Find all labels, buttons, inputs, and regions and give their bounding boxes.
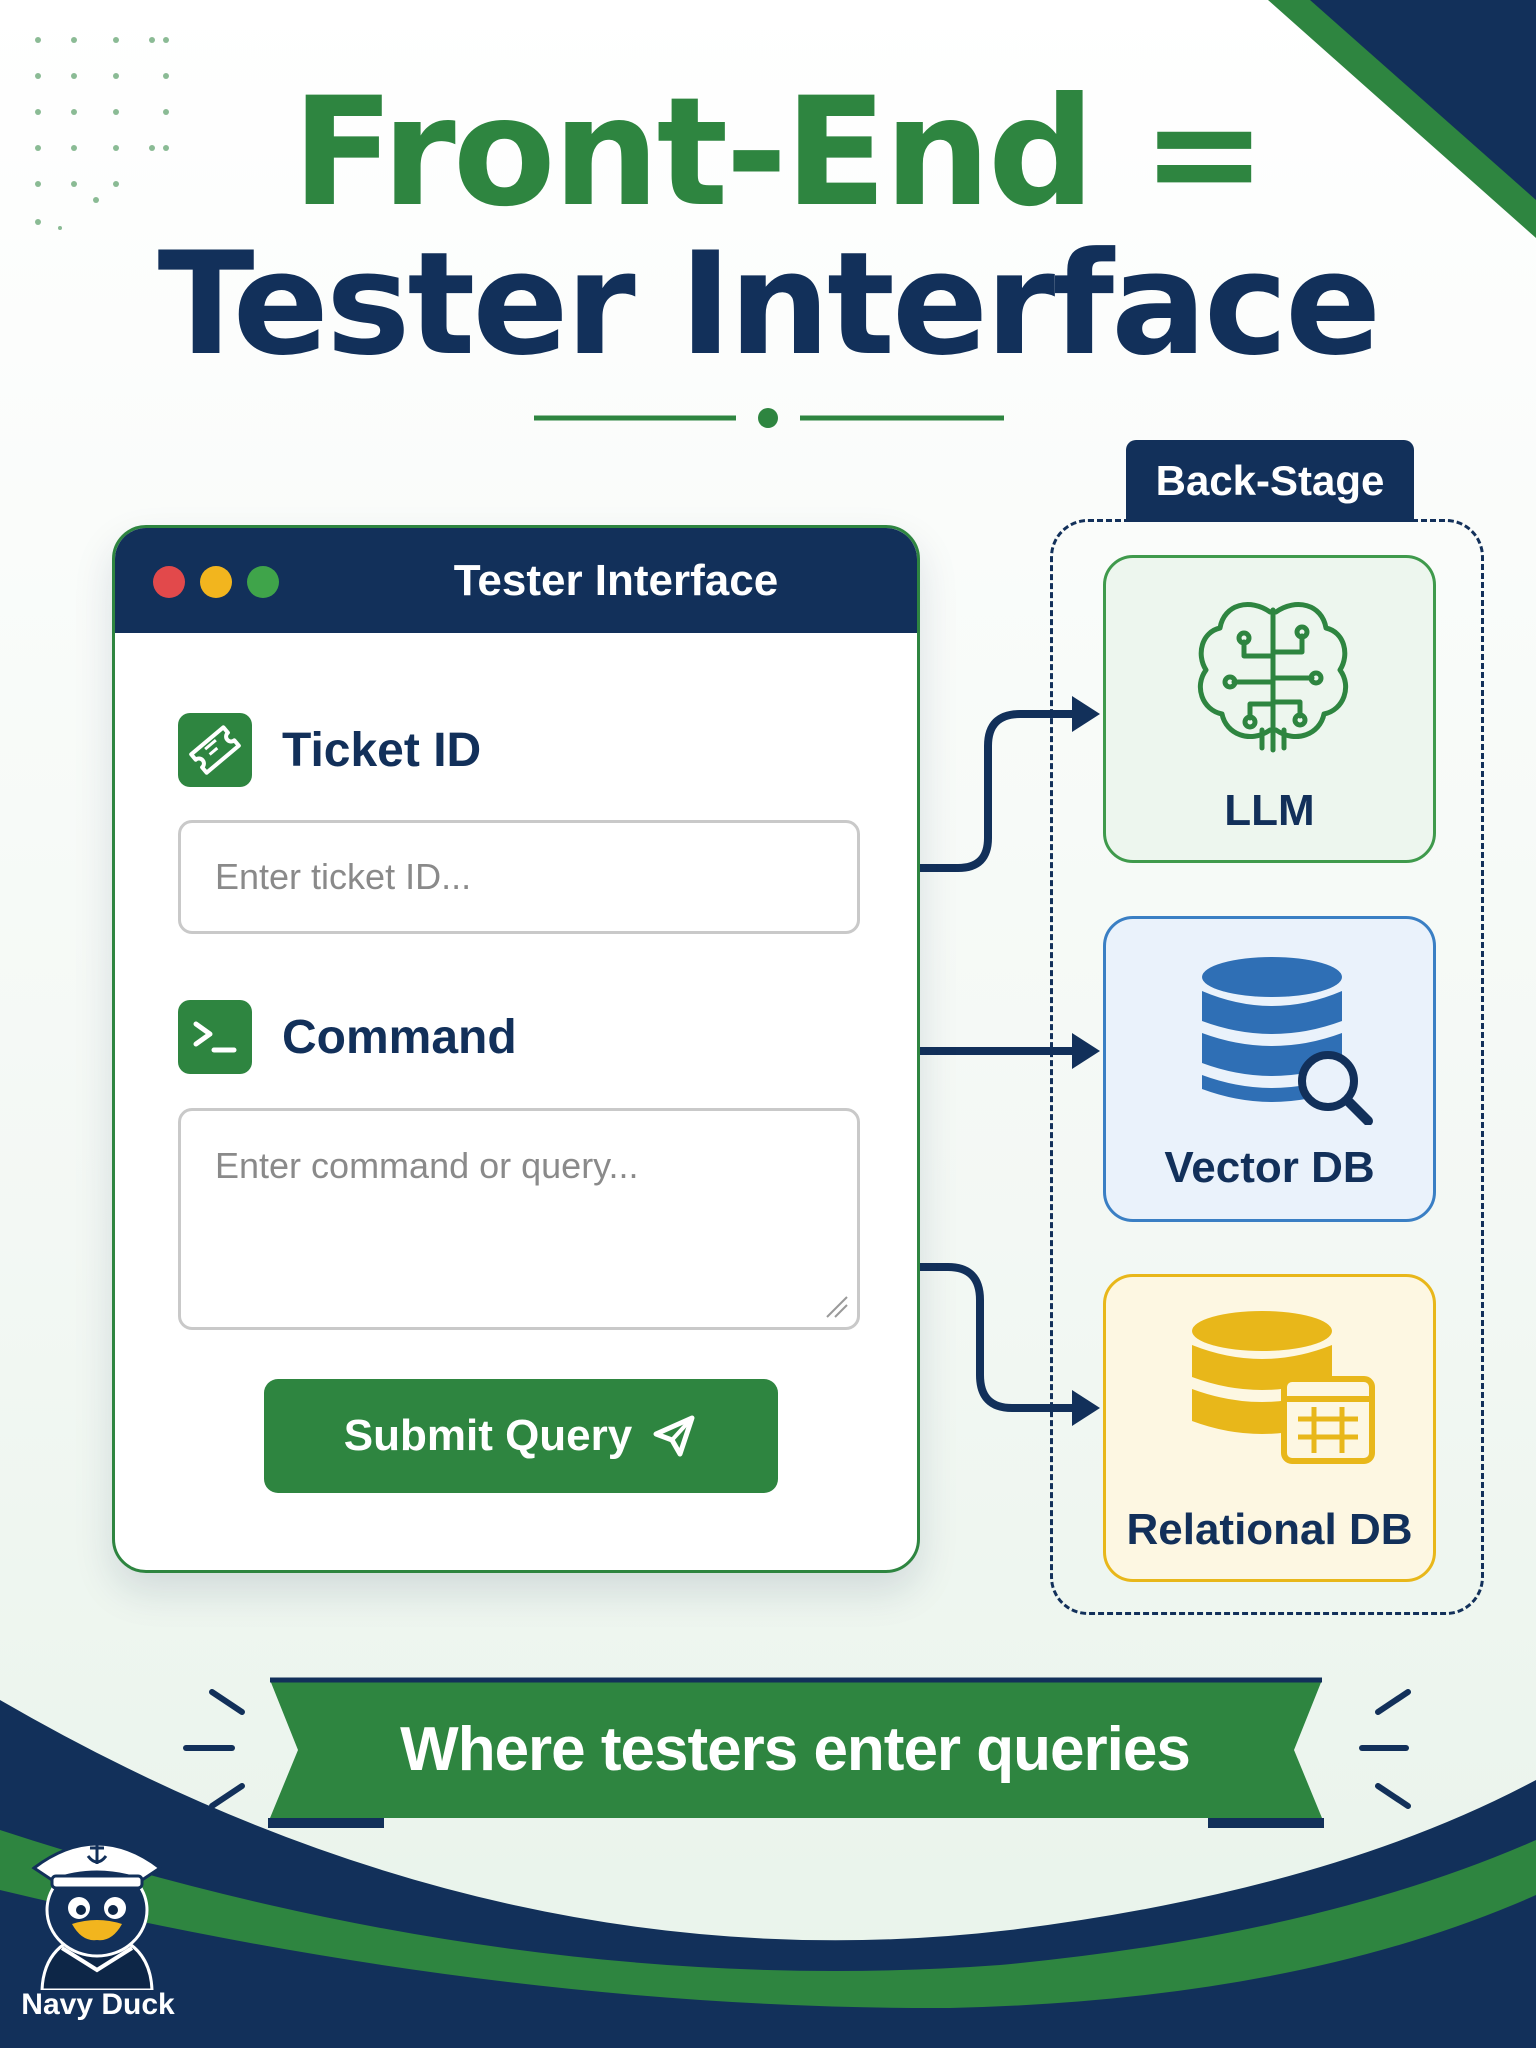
command-placeholder: Enter command or query...	[215, 1145, 639, 1186]
title-line-2: Tester Interface	[157, 222, 1382, 387]
window-title-bar: Tester Interface	[115, 528, 917, 633]
ticket-id-placeholder: Enter ticket ID...	[215, 856, 472, 897]
ticket-icon	[178, 713, 252, 787]
backstage-container	[1050, 519, 1484, 1615]
brand-label: Navy Duck	[21, 1988, 175, 2021]
banner-ribbon	[268, 1677, 1324, 1828]
bottom-wave-green	[0, 1830, 1536, 2009]
llm-card[interactable]: LLM	[1103, 555, 1436, 863]
submit-query-button[interactable]: Submit Query	[264, 1379, 778, 1493]
database-search-icon	[1202, 957, 1373, 1125]
vector-db-label: Vector DB	[1164, 1143, 1375, 1192]
relational-db-label: Relational DB	[1126, 1505, 1413, 1554]
banner-sparks	[183, 1689, 1411, 1809]
connector-llm	[908, 710, 1084, 872]
title-divider-dot	[758, 408, 778, 428]
relational-db-card[interactable]: Relational DB	[1103, 1274, 1436, 1582]
command-label: Command	[282, 1011, 517, 1064]
title-line-1: Front-End =	[291, 66, 1267, 240]
command-textarea[interactable]: Enter command or query...	[178, 1108, 860, 1330]
connector-arrowheads	[1072, 696, 1100, 1426]
dot-grid	[35, 37, 169, 230]
maximize-dot[interactable]	[247, 566, 279, 598]
minimize-dot[interactable]	[200, 566, 232, 598]
backstage-title: Back-Stage	[1126, 440, 1414, 522]
navy-duck-mascot-icon	[31, 1834, 163, 1990]
window-title: Tester Interface	[453, 556, 779, 605]
tester-window: Tester Interface Ticket ID Enter ticket …	[112, 525, 920, 1573]
llm-label: LLM	[1224, 786, 1315, 835]
ticket-id-input[interactable]: Enter ticket ID...	[178, 820, 860, 934]
paper-plane-icon	[653, 1415, 695, 1457]
terminal-icon	[178, 1000, 252, 1074]
corner-accent-navy	[1310, 0, 1536, 200]
ticket-id-label: Ticket ID	[282, 724, 482, 777]
banner-text: Where testers enter queries	[400, 1715, 1191, 1784]
close-dot[interactable]	[153, 566, 185, 598]
resize-handle-icon[interactable]	[823, 1293, 849, 1319]
database-table-icon	[1192, 1311, 1375, 1464]
brain-circuit-icon	[1197, 602, 1349, 753]
vector-db-card[interactable]: Vector DB	[1103, 916, 1436, 1222]
connector-relational	[908, 1263, 1084, 1412]
submit-query-label: Submit Query	[343, 1411, 633, 1460]
